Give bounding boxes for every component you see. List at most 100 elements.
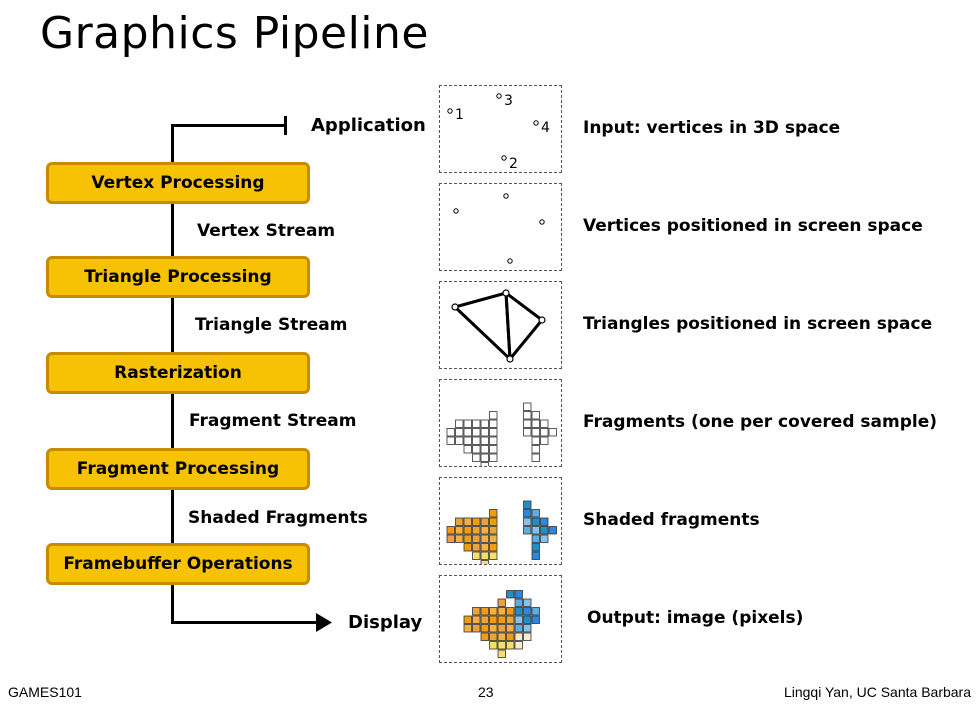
panel-triangles: [439, 281, 562, 369]
desc-fragments: Fragments (one per covered sample): [583, 412, 938, 432]
fragment-cell: [472, 436, 481, 445]
fragment-cell: [531, 411, 540, 420]
triangle-vertex: [538, 316, 546, 324]
footer-page-number: 23: [478, 684, 494, 700]
shaded-fragment-cell: [489, 509, 498, 518]
fragment-cell: [455, 428, 464, 437]
fragment-cell: [523, 402, 532, 411]
output-pixel: [472, 624, 481, 633]
fragment-cell: [531, 419, 540, 428]
output-pixel: [506, 607, 515, 616]
fragment-cell: [480, 419, 489, 428]
shaded-fragment-cell: [523, 526, 532, 535]
fragment-cell: [463, 428, 472, 437]
stage-framebuffer-operations: Framebuffer Operations: [46, 543, 310, 585]
output-pixel: [497, 615, 506, 624]
application-connector: [171, 124, 286, 127]
output-pixel: [463, 624, 472, 633]
output-pixel: [497, 624, 506, 633]
output-pixel: [506, 624, 515, 633]
output-pixel: [506, 632, 515, 641]
fragment-cell: [540, 419, 549, 428]
shaded-fragment-cell: [480, 543, 489, 552]
vertex-label-1: 1: [455, 107, 464, 123]
shaded-fragment-cell: [446, 534, 455, 543]
shaded-fragment-cell: [463, 517, 472, 526]
footer-course: GAMES101: [8, 684, 82, 700]
output-pixel: [489, 624, 498, 633]
output-pixel: [472, 607, 481, 616]
shaded-fragment-cell: [489, 543, 498, 552]
shaded-fragment-cell: [472, 534, 481, 543]
output-pixel: [497, 641, 506, 650]
fragment-cell: [472, 419, 481, 428]
screen-vertex: [453, 208, 459, 214]
stream-triangle: Triangle Stream: [195, 315, 348, 335]
shaded-fragment-cell: [463, 534, 472, 543]
shaded-fragment-cell: [540, 534, 549, 543]
fragment-cell: [489, 445, 498, 454]
display-connector: [171, 621, 321, 624]
output-pixel: [523, 632, 532, 641]
display-arrowhead: [316, 613, 332, 632]
fragment-cell: [523, 419, 532, 428]
shaded-fragment-cell: [523, 509, 532, 518]
shaded-fragment-cell: [531, 543, 540, 552]
output-pixel: [523, 615, 532, 624]
vertex-label-2: 2: [509, 156, 518, 172]
output-pixel: [514, 607, 523, 616]
output-pixel: [480, 615, 489, 624]
output-pixel: [531, 607, 540, 616]
shaded-fragment-cell: [455, 517, 464, 526]
stage-triangle-processing: Triangle Processing: [46, 256, 310, 298]
fragment-cell: [531, 436, 540, 445]
triangle-outline: [504, 291, 544, 361]
output-pixel: [489, 641, 498, 650]
fragment-cell: [480, 445, 489, 454]
stream-shaded-fragments: Shaded Fragments: [188, 508, 368, 528]
shaded-fragment-cell: [446, 526, 455, 535]
fragment-cell: [472, 445, 481, 454]
stage-vertex-processing: Vertex Processing: [46, 162, 310, 204]
desc-input-vertices: Input: vertices in 3D space: [583, 118, 841, 138]
shaded-fragment-cell: [531, 534, 540, 543]
shaded-fragment-cell: [489, 551, 498, 560]
fragment-cell: [548, 428, 557, 437]
fragment-cell: [531, 428, 540, 437]
vertex-point-2: [501, 155, 507, 161]
shaded-fragment-cell: [480, 534, 489, 543]
shaded-fragment-cell: [463, 543, 472, 552]
fragment-cell: [489, 411, 498, 420]
vertex-point-3: [496, 93, 502, 99]
output-pixel: [480, 624, 489, 633]
fragment-cell: [480, 462, 489, 466]
output-pixel: [523, 598, 532, 607]
desc-shaded-fragments: Shaded fragments: [583, 510, 760, 530]
shaded-fragment-cell: [472, 543, 481, 552]
desc-output-image: Output: image (pixels): [587, 608, 804, 628]
screen-vertex: [507, 258, 513, 264]
fragment-cell: [480, 436, 489, 445]
shaded-fragment-cell: [540, 517, 549, 526]
shaded-fragment-cell: [489, 526, 498, 535]
fragment-cell: [480, 453, 489, 462]
output-pixel: [463, 615, 472, 624]
fragment-cell: [463, 419, 472, 428]
output-pixel: [514, 598, 523, 607]
shaded-fragment-cell: [472, 526, 481, 535]
panel-screen-vertices: [439, 183, 562, 271]
fragment-cell: [489, 453, 498, 462]
fragment-cell: [540, 436, 549, 445]
stream-fragment: Fragment Stream: [189, 411, 357, 431]
fragment-cell: [540, 428, 549, 437]
panel-shaded-fragments: [439, 477, 562, 565]
output-pixel: [489, 632, 498, 641]
triangle-vertex: [502, 289, 510, 297]
vertex-point-4: [533, 120, 539, 126]
triangle-outline: [453, 291, 512, 361]
screen-vertex: [539, 219, 545, 225]
application-arrow-cap: [284, 116, 287, 135]
triangle-vertex: [506, 355, 514, 363]
output-pixel: [506, 615, 515, 624]
footer-author: Lingqi Yan, UC Santa Barbara: [783, 684, 971, 700]
